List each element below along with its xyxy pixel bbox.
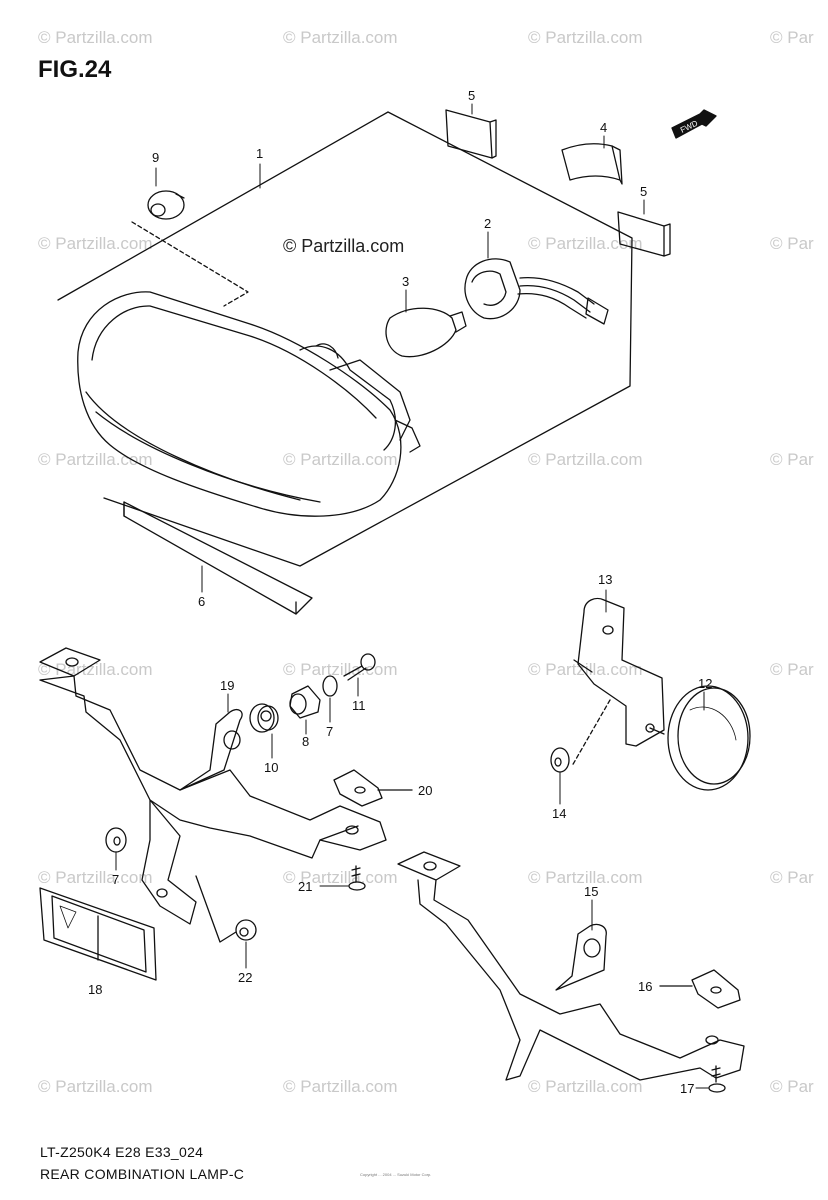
watermark: © Partzilla.com xyxy=(283,868,398,887)
part-7-washer xyxy=(322,675,338,697)
callout-7: 7 xyxy=(112,872,119,887)
fine-print: Copyright ... 2004 ... Suzuki Motor Corp… xyxy=(360,1172,432,1177)
watermark: © Partzilla.com xyxy=(528,868,643,887)
copyright-label: © Partzilla.com xyxy=(283,236,405,256)
callout-12: 12 xyxy=(698,676,712,691)
watermark: © Partzilla.com xyxy=(38,234,153,253)
callout-3: 3 xyxy=(402,274,409,289)
watermark: © Par xyxy=(770,28,814,47)
part-1-lamp-housing xyxy=(77,291,421,517)
callout-11: 11 xyxy=(352,698,366,713)
leader-line xyxy=(649,727,665,735)
watermark: © Par xyxy=(770,1077,814,1096)
assembly-name: REAR COMBINATION LAMP-C xyxy=(40,1166,245,1182)
watermark: © Partzilla.com xyxy=(283,450,398,469)
leader-line xyxy=(571,699,611,767)
callout-1: 1 xyxy=(256,146,263,161)
callout-18: 18 xyxy=(88,982,102,997)
watermark: © Par xyxy=(770,234,814,253)
part-3-bulb xyxy=(385,307,467,358)
callout-13: 13 xyxy=(598,572,612,587)
callout-4: 4 xyxy=(600,120,607,135)
watermark: © Par xyxy=(770,450,814,469)
watermark: © Partzilla.com xyxy=(283,28,398,47)
callout-19: 19 xyxy=(220,678,234,693)
assembly-outline xyxy=(57,111,633,567)
watermark: © Partzilla.com xyxy=(38,1077,153,1096)
forward-label: FWD xyxy=(679,119,700,135)
leader-line xyxy=(195,875,237,943)
watermark: © Par xyxy=(770,868,814,887)
callout-9: 9 xyxy=(152,150,159,165)
part-10-grommet xyxy=(249,703,279,733)
watermark: © Partzilla.com xyxy=(528,234,643,253)
part-14-nut xyxy=(550,747,570,773)
watermark: © Partzilla.com xyxy=(528,28,643,47)
part-18-side-reflector xyxy=(39,887,157,981)
callout-6: 6 xyxy=(198,594,205,609)
callout-16: 16 xyxy=(638,979,652,994)
leader-line xyxy=(131,221,249,307)
watermark: © Partzilla.com xyxy=(38,28,153,47)
callout-22: 22 xyxy=(238,970,252,985)
part-13-bracket xyxy=(573,597,665,747)
part-11-screw xyxy=(343,653,376,681)
model-code: LT-Z250K4 E28 E33_024 xyxy=(40,1144,204,1160)
callout-14: 14 xyxy=(552,806,566,821)
part-8-collar xyxy=(289,685,321,719)
callout-21: 21 xyxy=(298,879,312,894)
callout-5: 5 xyxy=(640,184,647,199)
watermark: © Partzilla.com xyxy=(528,1077,643,1096)
part-7-washer-hole xyxy=(113,836,121,846)
part-9-grommet xyxy=(147,190,185,220)
part-22-nut xyxy=(235,919,257,941)
callout-leaders xyxy=(115,103,709,1089)
part-5-pad-lower xyxy=(617,211,671,257)
watermark: © Partzilla.com xyxy=(283,1077,398,1096)
part-21-screw xyxy=(348,865,366,891)
callout-2: 2 xyxy=(484,216,491,231)
callout-15: 15 xyxy=(584,884,598,899)
watermark: © Par xyxy=(770,660,814,679)
part-20-speed-nut xyxy=(333,769,383,807)
part-16-speed-nut xyxy=(691,969,741,1009)
callout-10: 10 xyxy=(264,760,278,775)
part-2-socket xyxy=(464,258,609,325)
watermark: © Partzilla.com xyxy=(528,450,643,469)
callout-17: 17 xyxy=(680,1081,694,1096)
forward-arrow-icon: FWD xyxy=(671,109,717,139)
part-7-washer xyxy=(105,827,127,853)
part-4-cover xyxy=(561,143,623,185)
callout-7: 7 xyxy=(326,724,333,739)
callout-8: 8 xyxy=(302,734,309,749)
part-6-reflector-strip xyxy=(123,501,313,615)
part-5-pad-upper xyxy=(445,109,497,159)
part-17-screw xyxy=(708,1065,726,1093)
watermark: © Partzilla.com xyxy=(528,660,643,679)
callout-5: 5 xyxy=(468,88,475,103)
left-bracket-assembly xyxy=(39,647,387,925)
part-12-round-reflector xyxy=(667,685,751,791)
watermark: © Partzilla.com xyxy=(283,660,398,679)
part-15-bracket xyxy=(397,851,745,1081)
callout-20: 20 xyxy=(418,783,432,798)
watermark: © Partzilla.com xyxy=(38,868,153,887)
figure-title: FIG.24 xyxy=(38,56,112,83)
